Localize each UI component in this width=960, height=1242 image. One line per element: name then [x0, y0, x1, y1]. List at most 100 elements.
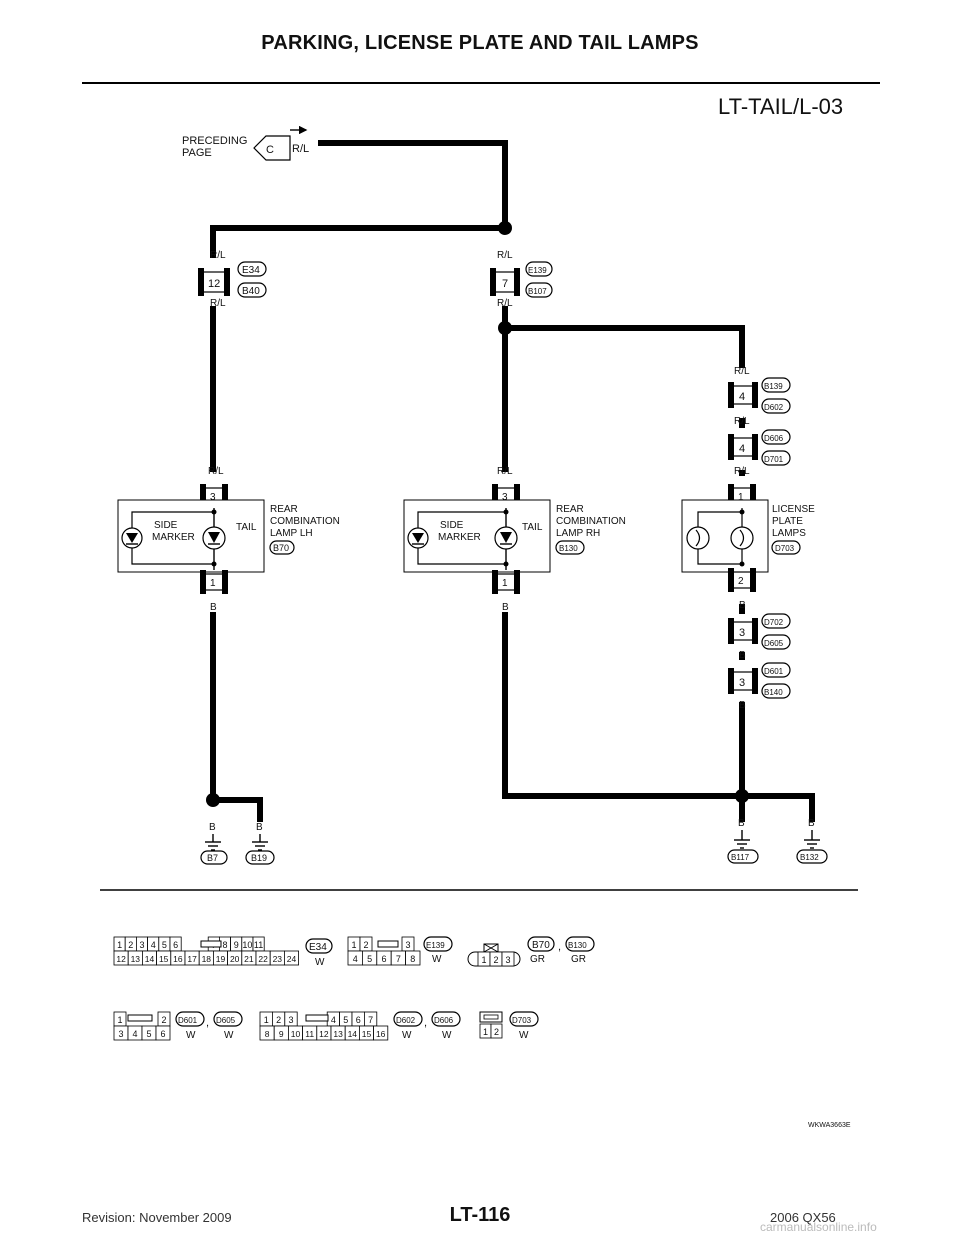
- pin-cell: 21: [241, 950, 257, 966]
- pin-cell: 11: [252, 936, 265, 952]
- pin-cell: 18: [198, 950, 214, 966]
- connector-name-1: D601: [178, 1016, 198, 1025]
- page-number: LT-116: [449, 1204, 511, 1226]
- pin-number: 4: [353, 954, 358, 964]
- connector-id: B70: [273, 543, 289, 553]
- pin-number: 22: [258, 954, 268, 964]
- pin-number: 14: [348, 1029, 358, 1039]
- connector-color-1: W: [186, 1030, 196, 1041]
- connector-id-bottom: D602: [764, 403, 784, 412]
- figure-code: WKWA3663E: [808, 1122, 851, 1129]
- connector-name-2: D606: [434, 1016, 454, 1025]
- wire-label: R/L: [497, 250, 513, 261]
- pin-number: 4: [151, 940, 156, 950]
- connector-name: E139: [426, 941, 445, 950]
- pin-cell: 2: [359, 936, 373, 952]
- pin-cell: 2: [157, 1011, 171, 1027]
- pin-cell: 3: [135, 936, 148, 952]
- pin-cell: 24: [283, 950, 299, 966]
- pin-number: 1: [483, 1027, 488, 1037]
- pin-number: 17: [187, 954, 197, 964]
- wire-label: B: [739, 700, 746, 711]
- pin-number: 2: [161, 1015, 166, 1025]
- pin-cell: 14: [141, 950, 157, 966]
- pin-cell: 5: [361, 950, 378, 966]
- pin-number: 6: [356, 1015, 361, 1025]
- pin-number: 5: [146, 1029, 151, 1039]
- wire-label: B: [502, 602, 509, 613]
- pin: 7: [502, 278, 508, 290]
- pin-cell: 4: [127, 1025, 143, 1041]
- pin-number: 3: [405, 940, 410, 950]
- splice-lh-ground: [206, 793, 220, 807]
- wire-label: B: [210, 602, 217, 613]
- revision-date: Revision: November 2009: [82, 1210, 232, 1225]
- side-marker-label-1: SIDE: [440, 520, 464, 531]
- pin-cell: 2: [271, 1011, 286, 1027]
- preceding-arrow-shape: [253, 135, 291, 161]
- splice-rh-ground: [735, 789, 749, 803]
- pin-cell: 2: [124, 936, 137, 952]
- pin-number: 24: [287, 954, 297, 964]
- side-marker-label-2: MARKER: [438, 532, 481, 543]
- pin-cell: 12: [316, 1025, 332, 1041]
- pin-cell: 15: [358, 1025, 374, 1041]
- pin-cell: 3: [501, 951, 515, 967]
- pin-cell: 6: [376, 950, 392, 966]
- pin-number: 2: [494, 1027, 499, 1037]
- connector-name-1: D602: [396, 1016, 416, 1025]
- pin: 3: [739, 677, 745, 689]
- pin-cell: 1: [259, 1011, 273, 1027]
- splice-mid: [498, 321, 512, 335]
- model-year: 2006 QX56: [770, 1210, 836, 1225]
- splices: [206, 221, 749, 807]
- pin-number: 2: [128, 940, 133, 950]
- pin-cell: 13: [330, 1025, 346, 1041]
- connector-id-top: D702: [764, 618, 784, 627]
- pin-number: 8: [410, 954, 415, 964]
- wire-label: B: [209, 822, 216, 833]
- pin: 12: [208, 278, 220, 290]
- pin-number: 21: [244, 954, 254, 964]
- pin-number: 16: [173, 954, 183, 964]
- pin-number: 3: [139, 940, 144, 950]
- separator: ,: [558, 941, 561, 953]
- pin-number: 2: [276, 1015, 281, 1025]
- pin-number: 11: [305, 1029, 314, 1039]
- connector-color-1: W: [402, 1030, 412, 1041]
- pin-number: 1: [264, 1015, 269, 1025]
- connector-name-2: D605: [216, 1016, 236, 1025]
- pin-number: 6: [381, 954, 386, 964]
- preceding-wire: R/L: [292, 143, 309, 155]
- pin-number: 8: [222, 940, 227, 950]
- tail-label: TAIL: [522, 522, 543, 533]
- pin-cell: 6: [351, 1011, 365, 1027]
- pin-cell: 1: [479, 1023, 492, 1039]
- pin-number: 15: [362, 1029, 372, 1039]
- pin: 4: [739, 391, 745, 403]
- pin-number: 9: [234, 940, 239, 950]
- wire-b-lh-ground: [213, 797, 263, 822]
- connector-color: W: [315, 957, 325, 968]
- component-name-1: REAR: [270, 504, 298, 515]
- connector-id: B130: [559, 544, 578, 553]
- separator: ,: [424, 1017, 427, 1029]
- pin-number: 3: [505, 955, 510, 965]
- pin-cell: 8: [405, 950, 421, 966]
- connector-d601-b140: 3 D601 B140 B: [728, 662, 791, 711]
- wire-label: R/L: [734, 466, 750, 477]
- pin-cell: 2: [490, 1023, 503, 1039]
- component-name-3: LAMP LH: [270, 528, 313, 539]
- pin-cell: 3: [113, 1025, 129, 1041]
- pin-cell: 20: [227, 950, 243, 966]
- rear-combination-lamp-rh: R/L 3 SIDE MARKER TAIL REAR COMBINATION …: [403, 466, 626, 613]
- connector-id-bottom: D701: [764, 455, 784, 464]
- wire-label: R/L: [734, 416, 750, 427]
- wire-rl-license: [505, 325, 745, 368]
- pin-number: 20: [230, 954, 240, 964]
